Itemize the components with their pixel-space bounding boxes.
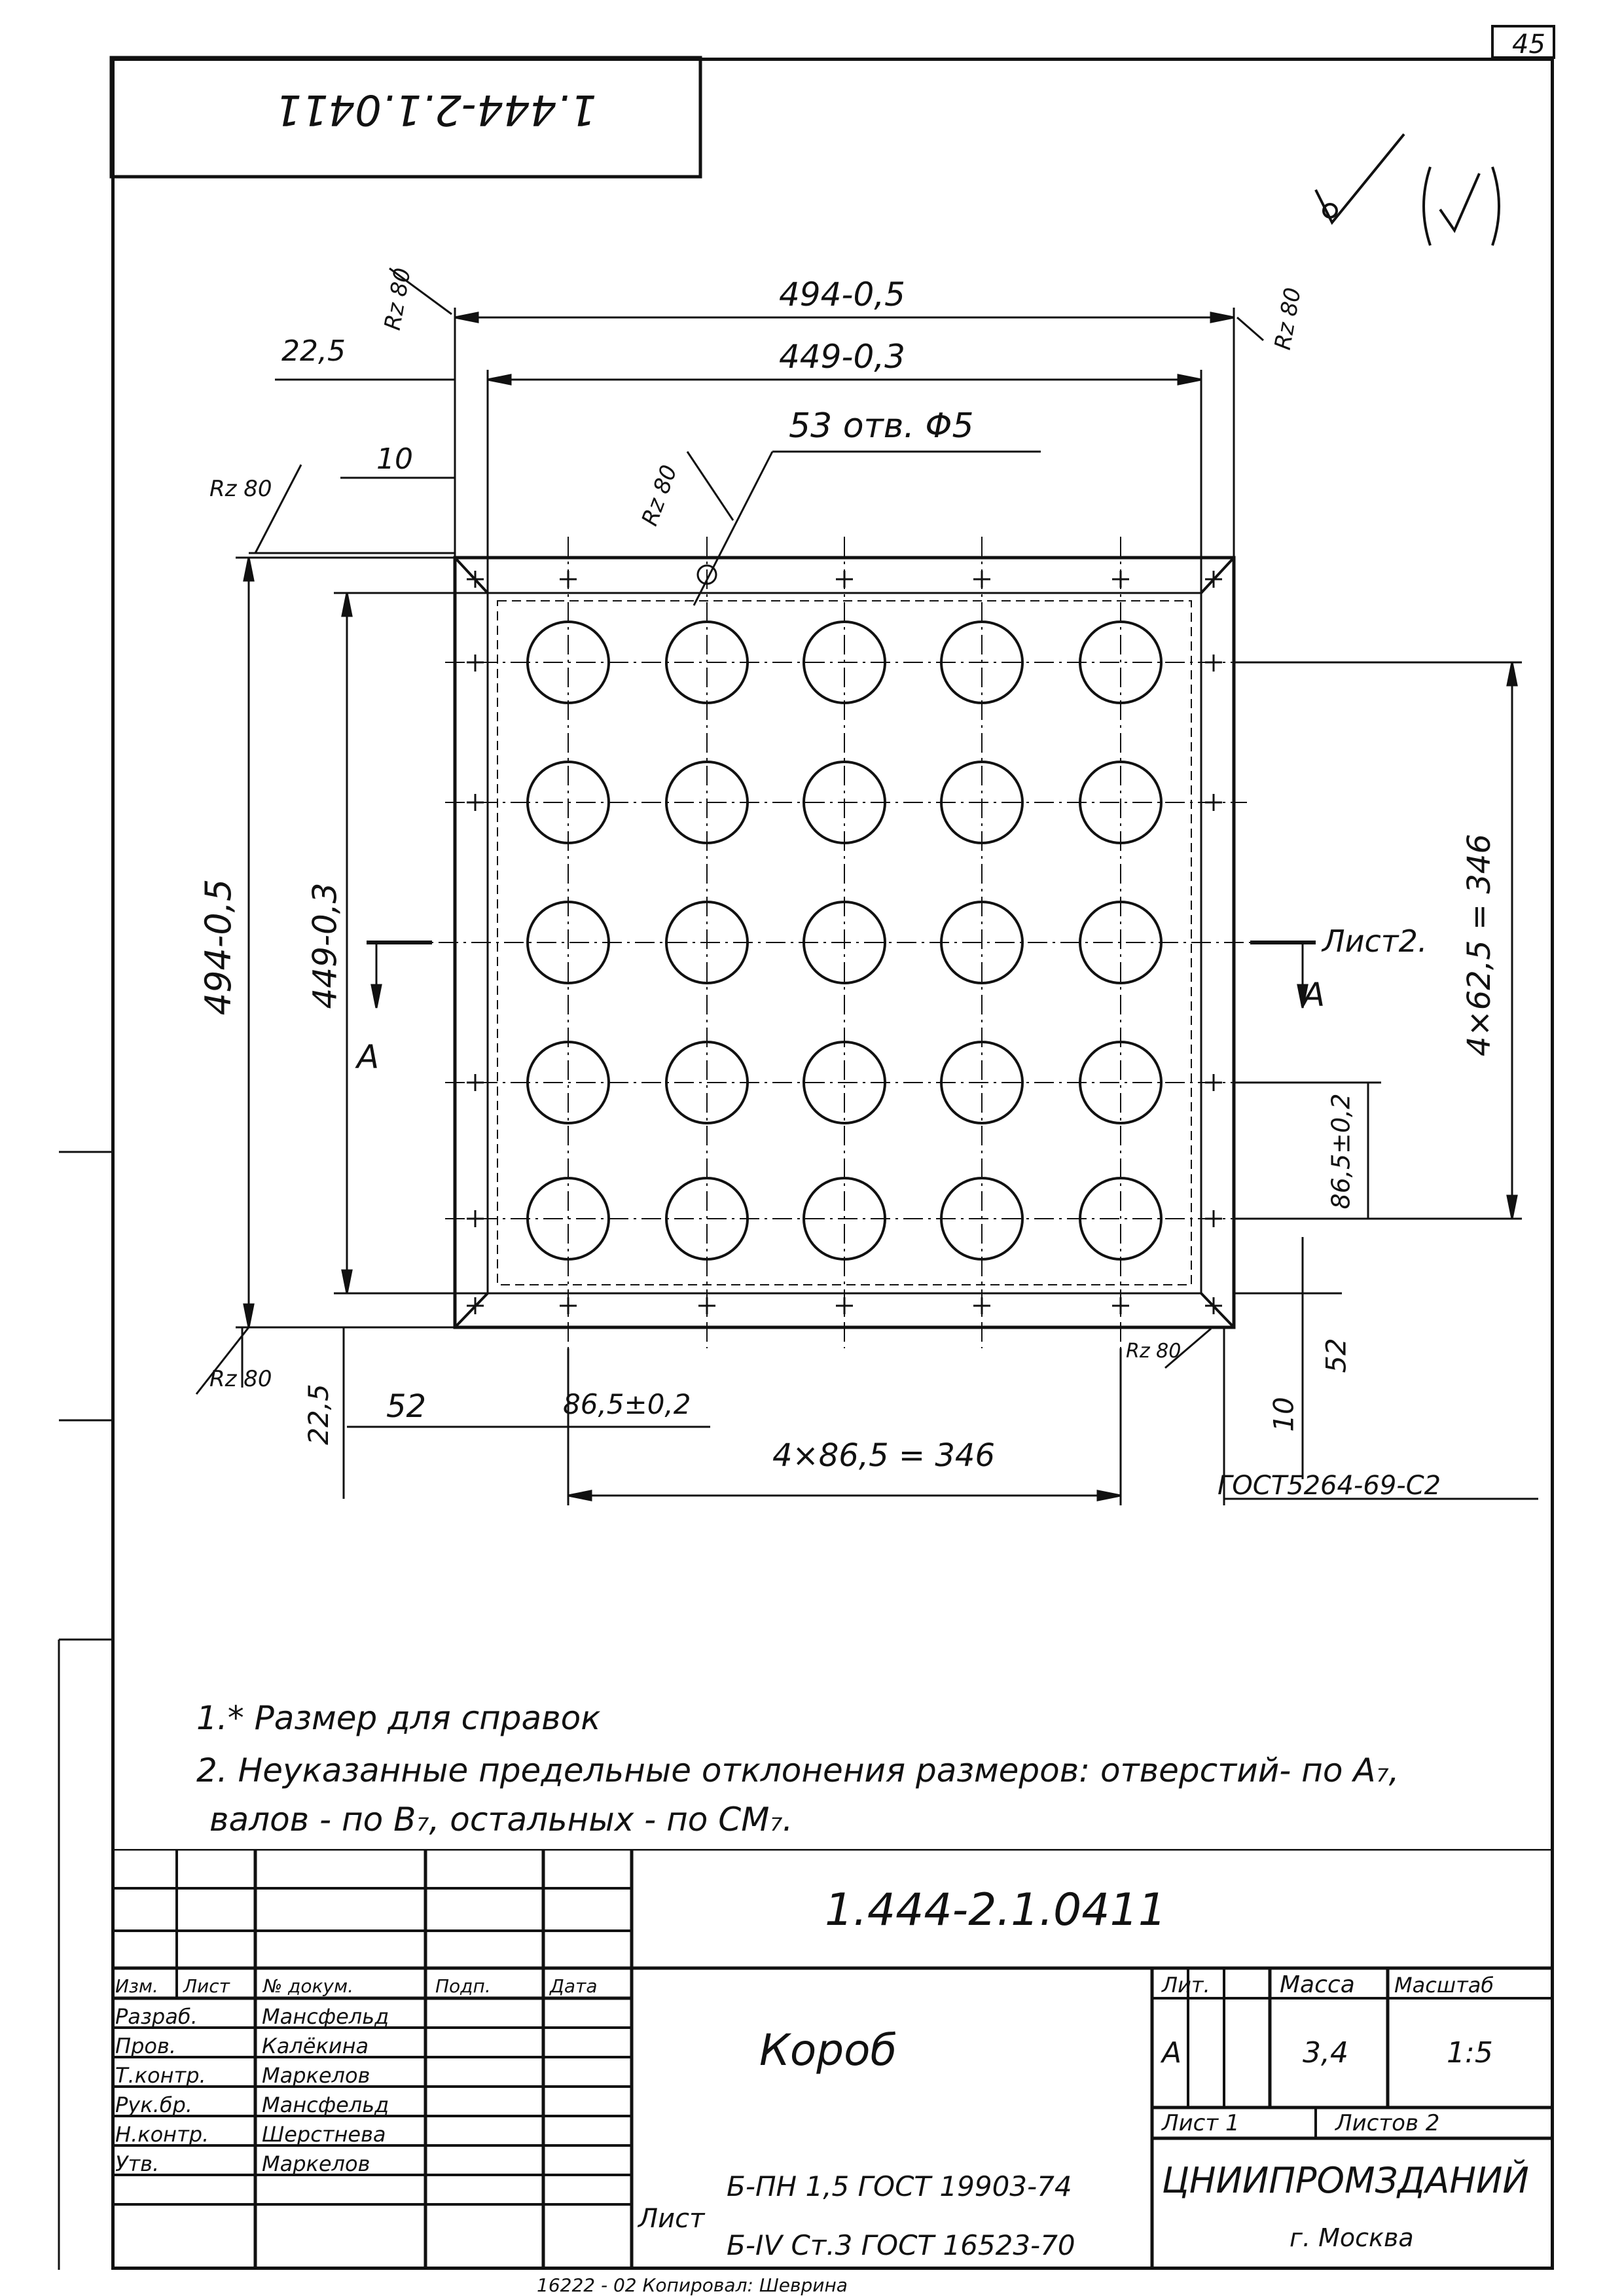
scale-label: Масштаб [1394,1973,1494,1998]
scale-value: 1:5 [1447,2036,1493,2070]
mass-label: Масса [1280,1971,1355,1998]
roughness-label-5: Rz 80 [209,1366,272,1392]
sheet-number: 45 [1512,29,1545,60]
name-3: Мансфельд [262,2092,389,2117]
dim-bottom-52: 52 [386,1388,427,1425]
sheets-label: Листов 2 [1335,2110,1440,2136]
bottom-strip: 16222 - 02 Копировал: Шеврина [537,2274,848,2296]
small-holes [467,564,1222,1314]
note-2-line1: 2. Неуказанные предельные отклонения раз… [196,1751,1399,1789]
name-5: Маркелов [262,2151,370,2176]
name-1: Калёкина [262,2034,369,2058]
name-2: Маркелов [262,2063,370,2088]
role-3: Рук.бр. [115,2092,192,2117]
lit-label: Лит. [1162,1973,1210,1998]
dim-bottom-22: 22,5 [302,1384,334,1445]
dim-right-chain: 4×62,5 = 346 [1460,834,1498,1056]
holes-callout: 53 отв. Φ5 [789,406,974,446]
dim-bottom-chain: 4×86,5 = 346 [772,1437,995,1474]
hdr-list: Лист [183,1975,230,1997]
roughness-label-6: Rz 80 [1126,1340,1182,1363]
role-1: Пров. [115,2034,176,2058]
name-0: Мансфельд [262,2004,389,2029]
material-prefix: Лист [638,2204,705,2234]
dim-left-offset: 22,5 [281,334,346,368]
doc-code: 1.444-2.1.0411 [825,1884,1167,1936]
dim-right-step: 86,5±0,2 [1326,1093,1356,1210]
dim-top-inner: 449-0,3 [779,338,905,376]
section-a-left: А [357,1038,380,1076]
dim-top-outer: 494-0,5 [779,276,905,314]
lit-value: А [1162,2036,1182,2070]
material-2: Б-IV Ст.3 ГОСТ 16523-70 [727,2229,1075,2261]
hole-grid [526,620,1163,1261]
role-4: Н.контр. [115,2122,209,2147]
dim-bottom-right-52: 52 [1320,1338,1352,1373]
dim-bottom-step: 86,5±0,2 [563,1388,691,1420]
hdr-izm: Изм. [115,1975,158,1997]
hdr-podp: Подп. [435,1975,491,1997]
roughness-symbol [1314,133,1500,246]
hdr-ndoc: № докум. [263,1975,354,1997]
role-2: Т.контр. [115,2063,206,2088]
name-4: Шерстнева [262,2122,386,2147]
material-1: Б-ПН 1,5 ГОСТ 19903-74 [727,2170,1072,2202]
dim-left-outer: 494-0,5 [198,878,240,1016]
dim-left-inner: 449-0,3 [306,882,344,1009]
role-0: Разраб. [115,2004,198,2029]
city: г. Москва [1290,2223,1414,2252]
title-block: Изм. Лист № докум. Подп. Дата Разраб. Ма… [111,1849,1554,2270]
part-name: Короб [759,2025,897,2075]
dim-left-ten: 10 [376,442,413,476]
section-ref: Лист2. [1322,924,1428,959]
role-5: Утв. [115,2151,160,2176]
note-1: 1.* Размер для справок [196,1699,601,1737]
organization: ЦНИИПРОМЗДАНИЙ [1162,2160,1529,2201]
weld-note: ГОСТ5264-69-С2 [1218,1471,1441,1501]
sheet-label: Лист 1 [1162,2110,1240,2136]
drawing-frame [111,58,1554,2270]
hdr-data: Дата [550,1975,598,1997]
roughness-label-3: Rz 80 [209,476,272,502]
section-a-right: А [1303,976,1326,1014]
dim-bottom-right-10: 10 [1267,1397,1300,1432]
note-2-line2: валов - по В₇, остальных - по СМ₇. [209,1801,793,1839]
mass-value: 3,4 [1303,2036,1348,2070]
